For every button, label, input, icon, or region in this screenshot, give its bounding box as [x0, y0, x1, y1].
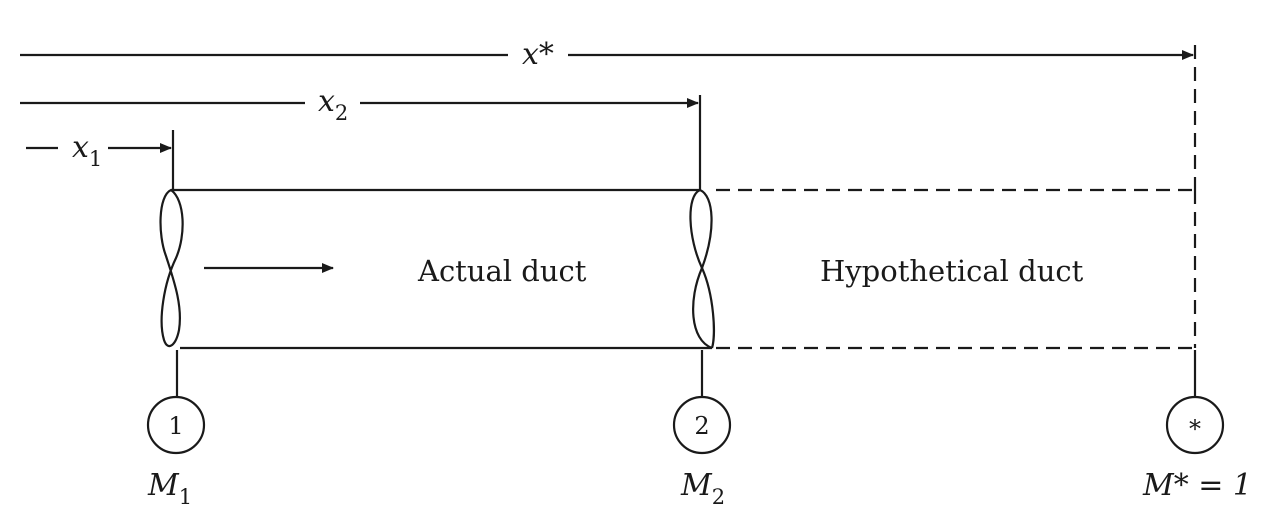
x-star-dimension: x* — [20, 37, 1194, 72]
x-star-label: x* — [522, 37, 554, 72]
station-1-number: 1 — [168, 412, 183, 440]
station-2-mach: M2 — [680, 468, 725, 509]
station-1-mach: M1 — [147, 468, 192, 509]
station-2: 2 M2 — [672, 350, 732, 509]
x1-dimension: x1 — [26, 130, 172, 171]
x1-label: x1 — [72, 130, 102, 171]
x2-label: x2 — [318, 84, 348, 125]
hypothetical-duct: Hypothetical duct — [716, 188, 1197, 350]
station-star-symbol: * — [1189, 415, 1201, 443]
station-star-mach: M* = 1 — [1142, 468, 1252, 503]
station-star-circle — [1165, 395, 1225, 455]
station-1-circle — [146, 395, 206, 455]
station-1: 1 M1 — [146, 350, 206, 509]
station-2-circle — [672, 395, 732, 455]
station-2-number: 2 — [694, 412, 709, 440]
station-star: * M* = 1 — [1142, 350, 1252, 503]
actual-duct-label: Actual duct — [417, 254, 587, 288]
x2-dimension: x2 — [20, 84, 699, 125]
actual-duct: Actual duct — [159, 188, 715, 350]
hypothetical-duct-label: Hypothetical duct — [820, 254, 1084, 288]
